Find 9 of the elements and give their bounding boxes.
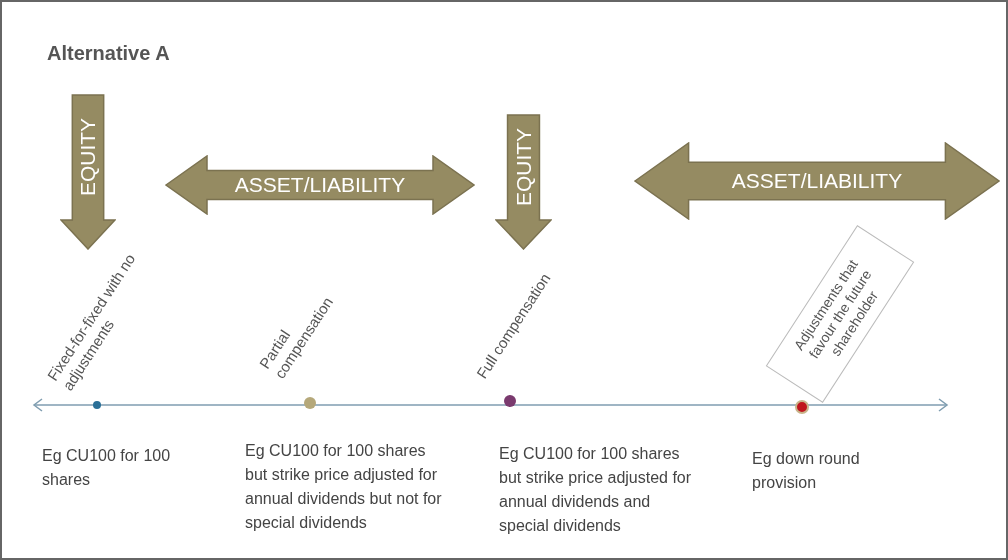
example-text: Eg CU100 for 100 shares but strike price adjusted for annual dividends and special dividends — [499, 444, 693, 536]
arrow-label: ASSET/LIABILITY — [731, 169, 903, 193]
example-text: Eg CU100 for 100 shares — [42, 446, 172, 490]
arrow-label: EQUITY — [76, 117, 100, 197]
arrow-label: EQUITY — [511, 127, 536, 207]
title: Alternative A — [47, 42, 170, 65]
example-text: Eg CU100 for 100 shares but strike price adjusted for annual dividends but not for special dividends — [245, 441, 443, 533]
example-text: Eg down round provision — [752, 449, 861, 493]
arrow-label: ASSET/LIABILITY — [234, 173, 406, 197]
